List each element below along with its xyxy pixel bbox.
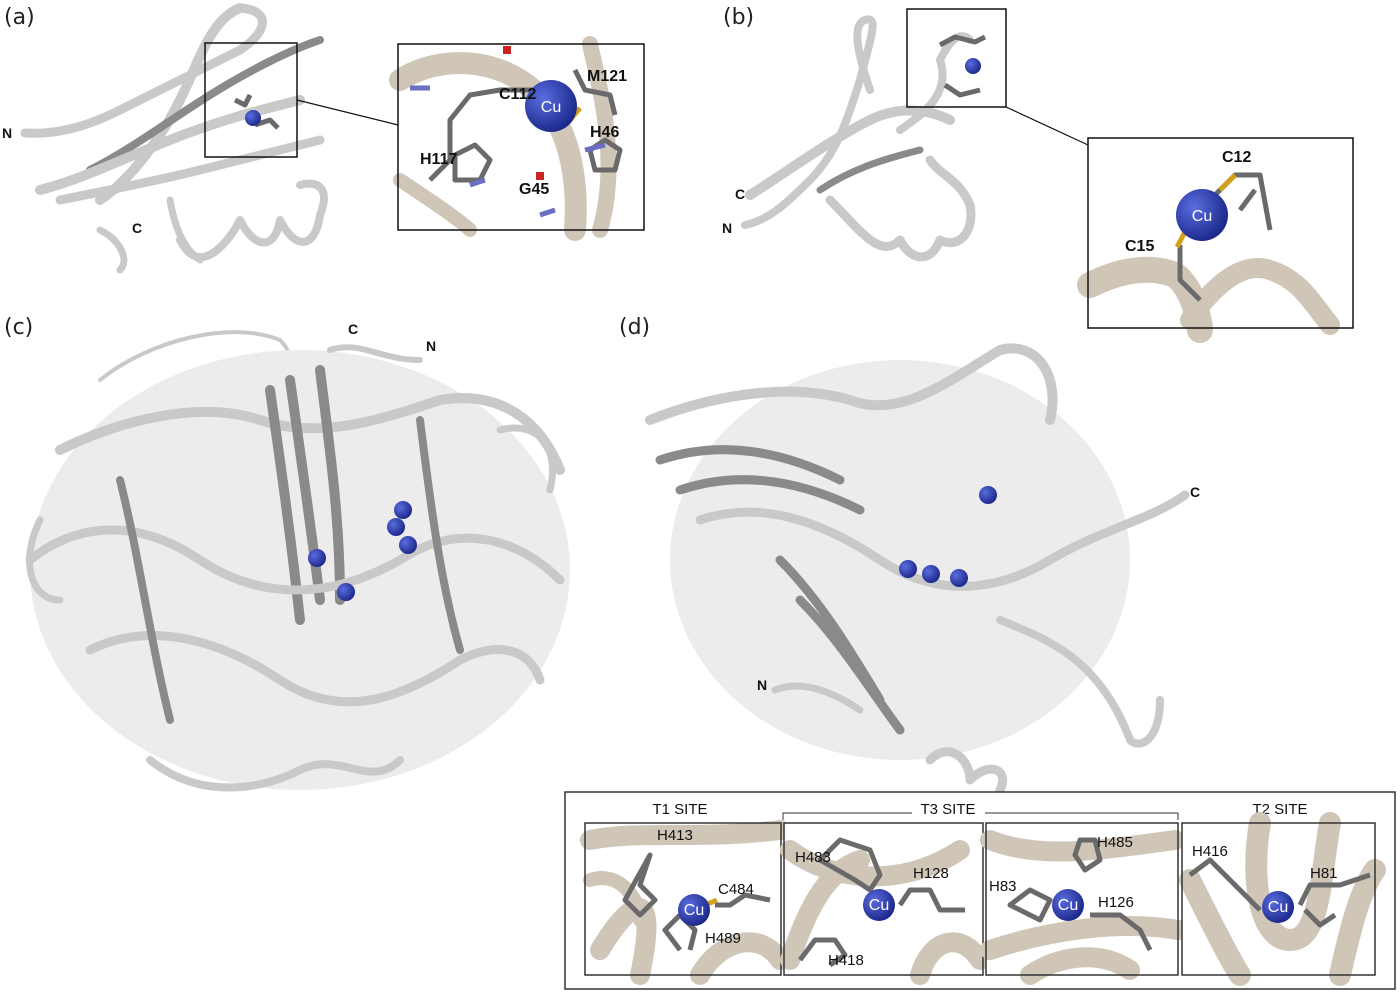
panel-a: (a) N C C	[2, 3, 645, 274]
residue-label: C15	[1125, 238, 1154, 255]
copper-ion	[979, 486, 997, 504]
copper-label: Cu	[541, 99, 561, 116]
copper-label: Cu	[1192, 208, 1212, 225]
copper-sites-box: T1 SITE T3 SITE T2 SITE Cu H413 C484 H48…	[564, 791, 1396, 990]
n-terminus-d: N	[757, 677, 767, 693]
t2-site-panel: Cu H416 H81	[1179, 812, 1386, 986]
panel-a-label: (a)	[4, 5, 35, 30]
residue-label: C484	[718, 881, 754, 898]
copper-ion	[245, 110, 261, 126]
c-terminus-b: C	[735, 186, 745, 202]
copper-ions-c	[308, 501, 417, 601]
copper-label: Cu	[1058, 897, 1078, 914]
copper-ion	[337, 583, 355, 601]
residue-label: H117	[420, 151, 457, 168]
copper-label: Cu	[684, 902, 704, 919]
protein-a-ribbon	[20, 3, 328, 274]
residue-label: H416	[1192, 843, 1228, 860]
inset-a: Cu C112 M121 H46 H117 G45	[389, 36, 645, 241]
copper-ion	[678, 894, 710, 926]
copper-ion	[950, 569, 968, 587]
n-terminus-a: N	[2, 125, 12, 141]
panel-d-label: (d)	[619, 315, 650, 340]
copper-ion	[308, 549, 326, 567]
residue-label: H483	[795, 849, 831, 866]
c-terminus-a: C	[132, 220, 142, 236]
copper-ion	[863, 889, 895, 921]
copper-ion	[965, 58, 981, 74]
protein-c-ribbon	[25, 330, 570, 792]
t3-site-panel-right: Cu H485 H83 H126	[980, 822, 1188, 985]
residue-label: G45	[519, 181, 549, 198]
n-terminus-c: N	[426, 338, 436, 354]
copper-ion	[394, 501, 412, 519]
residue-label: H413	[657, 827, 693, 844]
panel-b-label: (b)	[723, 5, 754, 30]
zoom-box-b	[906, 8, 1007, 108]
panel-b: (b) C N Cu C12 C15	[722, 5, 1354, 343]
residue-label: H489	[705, 930, 741, 947]
panel-c-label: (c)	[4, 315, 33, 340]
residue-label: H418	[828, 952, 864, 969]
t1-site-title: T1 SITE	[652, 801, 707, 818]
copper-label: Cu	[869, 897, 889, 914]
residue-label: H126	[1098, 894, 1134, 911]
residue-label: H83	[989, 878, 1017, 895]
protein-b-ribbon	[741, 15, 976, 262]
t3-site-title: T3 SITE	[920, 801, 975, 818]
t1-site-panel: Cu H413 C484 H489	[580, 820, 790, 985]
n-terminus-b: N	[722, 220, 732, 236]
residue-label: C12	[1222, 149, 1251, 166]
residue-label: H485	[1097, 834, 1133, 851]
t3-site-panel-left: Cu H483 H128 H418	[780, 822, 990, 985]
copper-ion	[399, 536, 417, 554]
panel-c: (c) C N	[4, 315, 570, 792]
c-terminus-d: C	[1190, 484, 1200, 500]
connector-line-a	[296, 99, 399, 126]
copper-ion	[1176, 189, 1228, 241]
residue-label: C112	[499, 86, 536, 103]
c-terminus-c: C	[348, 321, 358, 337]
residue-label: M121	[587, 68, 627, 85]
t3-bracket	[782, 812, 1179, 820]
copper-ion	[899, 560, 917, 578]
inset-b: Cu C12 C15	[1077, 137, 1354, 343]
t2-site-title: T2 SITE	[1252, 801, 1307, 818]
copper-ions-d	[899, 486, 997, 587]
protein-d-ribbon	[645, 343, 1190, 795]
residue-label: H46	[590, 124, 619, 141]
copper-ion	[922, 565, 940, 583]
copper-ion	[525, 80, 577, 132]
copper-label: Cu	[1268, 899, 1288, 916]
residue-label: H81	[1310, 865, 1338, 882]
connector-line-b	[1005, 106, 1089, 146]
copper-ion	[1052, 889, 1084, 921]
residue-label: H128	[913, 865, 949, 882]
panel-d: (d) C N	[619, 315, 1200, 795]
copper-ion	[1262, 891, 1294, 923]
copper-ion	[387, 518, 405, 536]
